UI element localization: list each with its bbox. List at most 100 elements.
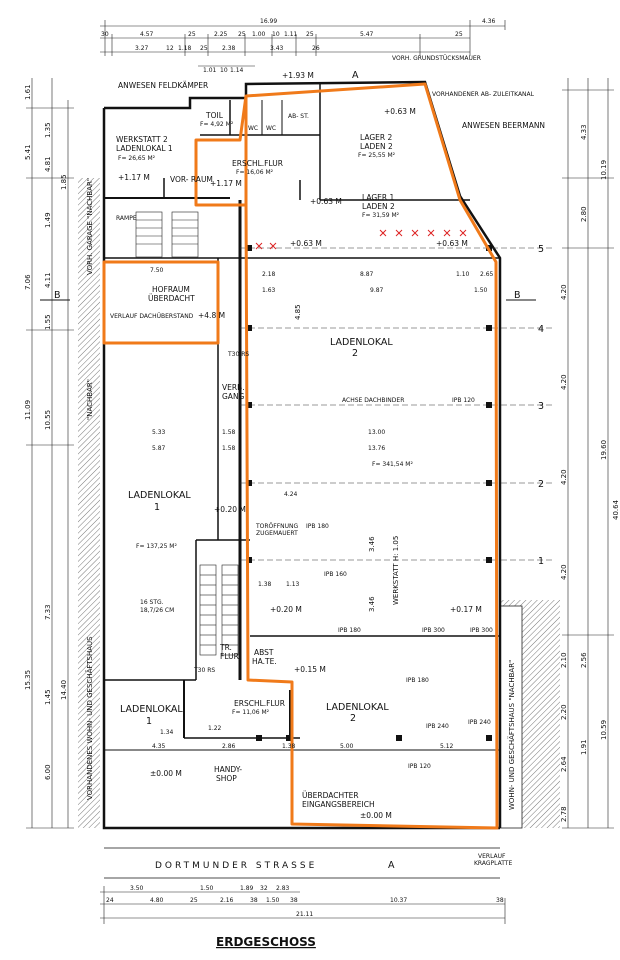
svg-text:1.85: 1.85: [60, 174, 68, 190]
svg-text:25: 25: [190, 897, 198, 904]
svg-text:HA.TE.: HA.TE.: [252, 657, 277, 666]
svg-text:ZUGEMAUERT: ZUGEMAUERT: [256, 530, 298, 537]
svg-text:+0.20 M: +0.20 M: [270, 605, 302, 614]
top-dimension-lines: [100, 20, 506, 67]
svg-text:+0.20 M: +0.20 M: [214, 505, 246, 514]
svg-text:IPB 240: IPB 240: [426, 723, 449, 730]
axis-5: 5: [538, 244, 544, 255]
svg-text:+0.63 M: +0.63 M: [310, 197, 342, 206]
svg-text:1.18: 1.18: [178, 45, 192, 52]
dim-total-bottom: 21.11: [296, 911, 313, 918]
svg-text:F= 4,92 M²: F= 4,92 M²: [200, 121, 234, 128]
svg-text:1.13: 1.13: [286, 581, 300, 588]
svg-text:2: 2: [350, 713, 356, 724]
svg-text:1.00: 1.00: [252, 31, 266, 38]
room-ladenlokal-2-upper: LADENLOKAL: [330, 337, 393, 348]
svg-text:IPB 120: IPB 120: [452, 397, 475, 404]
svg-text:7.50: 7.50: [150, 267, 164, 274]
room-erschl-flur-2: ERSCHL.FLUR: [234, 699, 285, 708]
boundary-wall-label: VORH. GRUNDSTÜCKSMAUER: [392, 55, 481, 62]
svg-text:4.80: 4.80: [150, 897, 164, 904]
covered-entrance: ÜBERDACHTER: [302, 791, 359, 800]
svg-text:1: 1: [146, 716, 152, 727]
verlauf-dach-label: VERLAUF DACHÜBERSTAND: [110, 313, 194, 320]
svg-text:3.46: 3.46: [368, 536, 376, 552]
svg-text:+1.17 M: +1.17 M: [118, 173, 150, 182]
svg-text:1.38: 1.38: [258, 581, 272, 588]
svg-text:T30 RS: T30 RS: [193, 667, 215, 674]
dim-right-top: 4.36: [482, 18, 496, 25]
svg-text:+0.15 M: +0.15 M: [294, 665, 326, 674]
svg-text:+4.8 M: +4.8 M: [198, 311, 225, 320]
svg-text:1.63: 1.63: [262, 287, 276, 294]
neighbor-top-left: ANWESEN FELDKÄMPER: [118, 81, 208, 90]
svg-text:T30 RS: T30 RS: [227, 351, 249, 358]
room-lager-2: LAGER 2: [360, 133, 392, 142]
bottom-dimension-lines: [100, 886, 506, 924]
svg-text:1.11: 1.11: [284, 31, 298, 38]
svg-text:1.38: 1.38: [282, 743, 296, 750]
svg-text:1.61: 1.61: [24, 84, 32, 100]
svg-text:30: 30: [101, 31, 109, 38]
svg-text:2.18: 2.18: [262, 271, 276, 278]
svg-text:8.87: 8.87: [360, 271, 374, 278]
svg-text:10: 10: [220, 67, 228, 74]
axis-labels: 5 4 3 2 1: [538, 244, 544, 567]
svg-text:5.12: 5.12: [440, 743, 454, 750]
svg-text:4.20: 4.20: [560, 564, 568, 580]
svg-text:1: 1: [154, 502, 160, 513]
bottom-dimension-texts: 3.50 1.50 1.89 32 2.83 24 4.80 25 2.16 3…: [106, 885, 504, 918]
room-abst: AB- ST.: [288, 113, 309, 120]
axis-dachbinder-label: ACHSE DACHBINDER: [342, 397, 404, 404]
svg-text:40.64: 40.64: [612, 499, 620, 520]
svg-text:LADEN 2: LADEN 2: [362, 202, 395, 211]
room-verb-gang: VERB.: [222, 383, 245, 392]
left-dimension-lines: [26, 78, 74, 829]
neighbor-top-right: ANWESEN BEERMANN: [462, 121, 545, 130]
section-b-right: B: [514, 290, 521, 301]
svg-text:4.11: 4.11: [44, 272, 52, 288]
svg-text:4.33: 4.33: [580, 124, 588, 140]
svg-text:1.01: 1.01: [203, 67, 217, 74]
svg-text:9.87: 9.87: [370, 287, 384, 294]
svg-text:IPB 180: IPB 180: [306, 523, 329, 530]
context-labels: ANWESEN FELDKÄMPER ANWESEN BEERMANN VORH…: [85, 55, 545, 810]
building-walls: [102, 80, 502, 830]
svg-text:38: 38: [250, 897, 258, 904]
right-building-label: WOHN- UND GESCHÄFTSHAUS "NACHBAR": [507, 660, 516, 810]
svg-text:±0.00 M: ±0.00 M: [150, 769, 182, 778]
werkstatt-height-label: WERKSTATT H: 1.05: [392, 536, 400, 605]
svg-text:10.37: 10.37: [390, 897, 407, 904]
room-toil: TOIL: [205, 111, 224, 120]
svg-text:+0.63 M: +0.63 M: [436, 239, 468, 248]
verlauf-kragplatte: VERLAUF: [478, 853, 506, 860]
svg-text:2.38: 2.38: [222, 45, 236, 52]
svg-text:+0.63 M: +0.63 M: [384, 107, 416, 116]
stair-count: 16 STG.: [140, 599, 164, 606]
svg-text:14.40: 14.40: [60, 680, 68, 700]
svg-text:1.89: 1.89: [240, 885, 254, 892]
svg-text:12: 12: [166, 45, 174, 52]
ramp-label: RAMPE: [116, 215, 137, 222]
svg-text:3.50: 3.50: [130, 885, 144, 892]
axis-3: 3: [538, 401, 544, 412]
svg-text:10.59: 10.59: [600, 720, 608, 740]
svg-text:F= 26,65 M²: F= 26,65 M²: [118, 155, 156, 162]
room-labels: WERKSTATT 2 LADENLOKAL 1 F= 26,65 M² +1.…: [110, 71, 512, 867]
svg-text:EINGANGSBEREICH: EINGANGSBEREICH: [302, 800, 375, 809]
svg-text:2.56: 2.56: [580, 652, 588, 668]
svg-text:5.33: 5.33: [152, 429, 166, 436]
svg-text:25: 25: [200, 45, 208, 52]
highlight-outlines: [102, 82, 499, 830]
svg-text:24: 24: [106, 897, 114, 904]
svg-text:4.20: 4.20: [560, 469, 568, 485]
stairs: [135, 211, 239, 656]
svg-text:IPB 120: IPB 120: [408, 763, 431, 770]
svg-text:ÜBERDACHT: ÜBERDACHT: [148, 294, 195, 303]
svg-text:±0.00 M: ±0.00 M: [360, 811, 392, 820]
room-ladenlokal-2-lower: LADENLOKAL: [326, 702, 389, 713]
room-abst-hate: ABST: [254, 648, 274, 657]
svg-text:38: 38: [496, 897, 504, 904]
svg-text:5.00: 5.00: [340, 743, 354, 750]
svg-text:10.55: 10.55: [44, 410, 52, 430]
